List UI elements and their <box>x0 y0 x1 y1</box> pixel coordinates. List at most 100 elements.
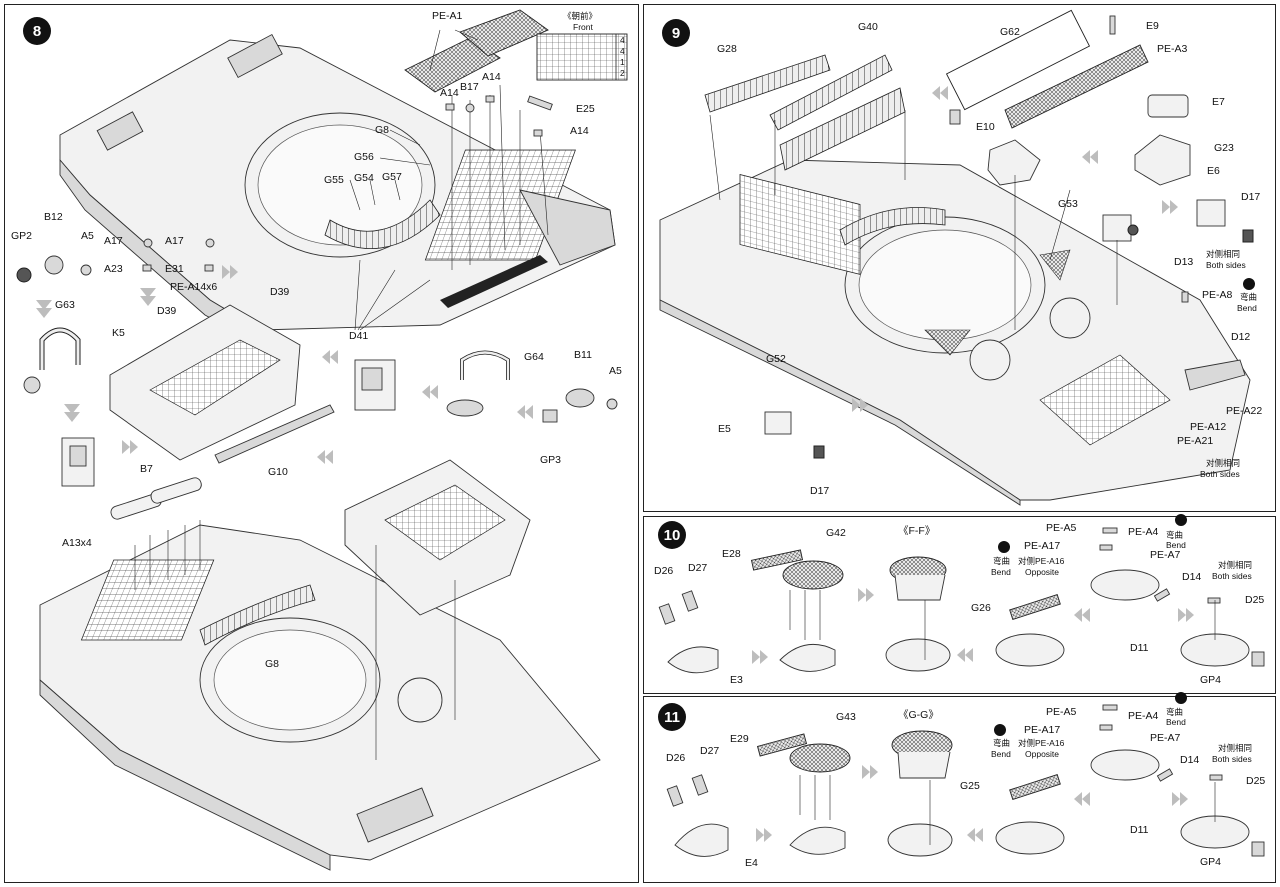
label-e6: E6 <box>1207 165 1220 177</box>
label-g52: G52 <box>766 353 786 365</box>
label-b17: B17 <box>460 81 479 93</box>
step9-grilles <box>704 9 1149 201</box>
label-both-cn: 对侧相同 <box>1218 743 1253 753</box>
label-pe-a3: PE-A3 <box>1157 43 1188 55</box>
label-pe-a1: PE-A1 <box>432 10 463 22</box>
label-g54: G54 <box>354 172 374 184</box>
label-a17-2: A17 <box>165 235 184 247</box>
label-g62: G62 <box>1000 26 1020 38</box>
label-e10: E10 <box>976 121 995 133</box>
b7-hatch-plates <box>110 477 202 590</box>
label-e4: E4 <box>745 857 758 869</box>
assembly-arrows-step9 <box>852 86 1178 412</box>
label-a13x4: A13x4 <box>62 537 92 549</box>
label-bend: Bend <box>1237 303 1257 313</box>
label-pe-a14x6: PE-A14x6 <box>170 281 218 293</box>
label-front: Front <box>573 22 593 32</box>
label-bend-cn-a: 弯曲 <box>1166 530 1184 540</box>
label-g43: G43 <box>836 711 856 723</box>
label-bend-a: Bend <box>1166 540 1186 550</box>
label-d39-1: D39 <box>270 286 290 298</box>
label-pe-a17: PE-A17 <box>1024 540 1061 552</box>
label-g8-top: G8 <box>375 124 390 136</box>
label-d13: D13 <box>1174 256 1194 268</box>
label-k5: K5 <box>112 327 125 339</box>
label-gp2: GP2 <box>11 230 33 242</box>
label-pe-a4: PE-A4 <box>1128 526 1159 538</box>
front-grid-num-3: 1 <box>620 57 625 67</box>
step-9-badge: 9 <box>662 19 690 47</box>
assembly-arrows-step11 <box>756 765 1188 842</box>
label-both-cn-2: 对侧相同 <box>1206 458 1241 468</box>
label-e5: E5 <box>718 423 731 435</box>
label-b11: B11 <box>574 349 592 361</box>
label-g23: G23 <box>1214 142 1234 154</box>
label-pe-a5: PE-A5 <box>1046 706 1077 718</box>
label-gg: 《G-G》 <box>898 709 939 721</box>
label-d14: D14 <box>1180 754 1200 766</box>
label-e29: E29 <box>730 733 749 745</box>
label-opposite-cn: 对侧PE-A16 <box>1018 738 1065 748</box>
bracket-g63 <box>23 327 81 394</box>
label-g64: G64 <box>524 351 544 363</box>
bracket-assembly-left <box>61 437 95 487</box>
label-opposite: Opposite <box>1025 567 1060 577</box>
label-pe-a17: PE-A17 <box>1024 724 1061 736</box>
step-10-badge: 10 <box>658 521 686 549</box>
engine-deck-k5 <box>109 304 335 464</box>
step-11-badge: 11 <box>658 703 686 731</box>
label-d25: D25 <box>1246 775 1266 787</box>
label-gp3: GP3 <box>540 454 562 466</box>
label-both-2: Both sides <box>1200 469 1240 479</box>
label-e25: E25 <box>576 103 595 115</box>
label-e7: E7 <box>1212 96 1225 108</box>
label-g8-bottom: G8 <box>265 658 280 670</box>
label-bend-cn-a: 弯曲 <box>1166 707 1184 717</box>
label-both: Both sides <box>1212 754 1252 764</box>
label-a5-right: A5 <box>609 365 622 377</box>
label-pe-a5: PE-A5 <box>1046 522 1077 534</box>
label-a14-2: A14 <box>482 71 501 83</box>
label-d26: D26 <box>666 752 686 764</box>
label-g10: G10 <box>268 466 288 478</box>
label-pe-a21: PE-A21 <box>1177 435 1214 447</box>
label-pe-a22: PE-A22 <box>1226 405 1263 417</box>
label-d39-2: D39 <box>157 305 177 317</box>
rear-bracket-assembly <box>354 350 618 423</box>
label-g28: G28 <box>717 43 737 55</box>
label-g63: G63 <box>55 299 75 311</box>
label-a14-1: A14 <box>440 87 459 99</box>
label-pe-a4: PE-A4 <box>1128 710 1159 722</box>
step8-upper-hull <box>59 33 616 346</box>
label-e28: E28 <box>722 548 741 560</box>
label-pe-a12: PE-A12 <box>1190 421 1227 433</box>
label-g56: G56 <box>354 151 374 163</box>
label-g40: G40 <box>858 21 878 33</box>
label-g53: G53 <box>1058 198 1078 210</box>
step11-artwork <box>666 704 1265 857</box>
step-11-panel: 11 <box>643 696 1276 883</box>
label-g26: G26 <box>971 602 991 614</box>
step8-lower-hull <box>39 459 601 871</box>
label-opposite: Opposite <box>1025 749 1060 759</box>
label-pe-a8: PE-A8 <box>1202 289 1233 301</box>
label-e9: E9 <box>1146 20 1159 32</box>
label-a14-3: A14 <box>570 125 589 137</box>
step9-side-parts <box>764 94 1254 459</box>
label-b12: B12 <box>44 211 63 223</box>
label-g42: G42 <box>826 527 846 539</box>
label-d11: D11 <box>1130 642 1149 654</box>
bend-icons <box>994 278 1255 736</box>
label-d17-bottom: D17 <box>810 485 830 497</box>
front-grid-num-4: 2 <box>620 68 625 78</box>
front-grid-num-2: 4 <box>620 46 625 56</box>
label-bend-a: Bend <box>1166 717 1186 727</box>
label-g25: G25 <box>960 780 980 792</box>
label-d25: D25 <box>1245 594 1265 606</box>
assembly-arrows-step10 <box>752 588 1194 664</box>
label-pe-a7: PE-A7 <box>1150 732 1181 744</box>
label-g57: G57 <box>382 171 402 183</box>
front-grid-num-1: 4 <box>620 35 625 45</box>
label-bend-cn: 弯曲 <box>1240 292 1258 302</box>
label-d11: D11 <box>1130 824 1149 836</box>
